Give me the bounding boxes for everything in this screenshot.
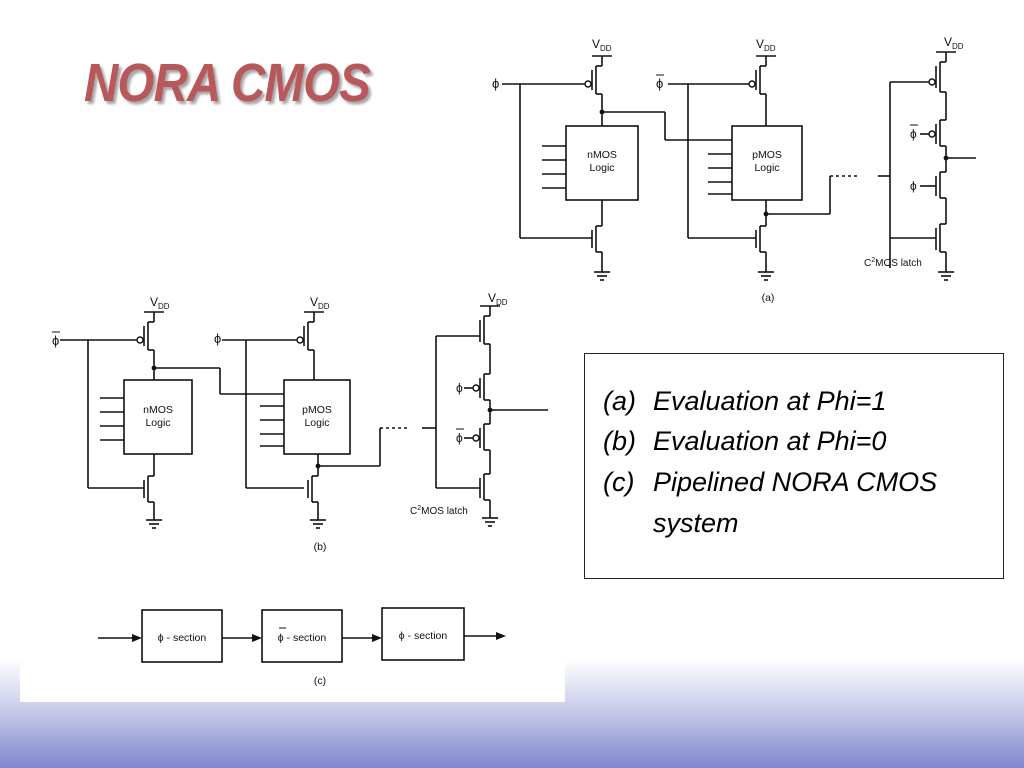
figure-panel-bc: VDD VDD VDD ϕ ϕ nMOS Logic pMOS Logic ϕ … — [20, 291, 565, 702]
pmos-logic-label-a1: pMOS — [752, 149, 782, 161]
slide-title: NORA CMOS — [84, 53, 371, 113]
latch-phi-b: ϕ — [456, 381, 463, 395]
caption-legend-box: (a) Evaluation at Phi=1 (b) Evaluation at … — [584, 353, 1004, 579]
latch-phibar-b: ϕ — [456, 431, 463, 445]
caption-b: (b) — [314, 541, 327, 553]
caption-item-c-continuation: system — [653, 508, 739, 538]
phibar-section-2: ϕ - section — [278, 632, 327, 644]
phi-section-1: ϕ - section — [158, 632, 207, 644]
caption-item-a: (a) Evaluation at Phi=1 — [603, 386, 886, 417]
vdd-label-a2: VDD — [756, 37, 776, 53]
phi-section-3: ϕ - section — [399, 630, 448, 642]
caption-item-c: (c) Pipelined NORA CMOS — [603, 467, 937, 498]
caption-c: (c) — [314, 675, 326, 687]
caption-item-label: (c) — [603, 467, 635, 497]
caption-a: (a) — [762, 292, 775, 304]
latch-phi-a: ϕ — [910, 179, 917, 193]
vdd-label-b1: VDD — [150, 295, 170, 311]
figure-c-pipeline: ϕ - section ϕ - section ϕ - section (c) — [98, 607, 506, 687]
nmos-logic-label-b2: Logic — [145, 417, 170, 429]
caption-item-b: (b) Evaluation at Phi=0 — [603, 426, 886, 457]
caption-item-text: Pipelined NORA CMOS — [653, 467, 938, 497]
nmos-logic-label-b1: nMOS — [143, 404, 173, 416]
caption-item-text: Evaluation at Phi=1 — [653, 386, 887, 416]
nmos-logic-label-a2: Logic — [589, 162, 614, 174]
nmos-logic-label-a1: nMOS — [587, 149, 617, 161]
phibar-input-b: ϕ — [52, 333, 59, 348]
pmos-logic-label-b2: Logic — [304, 417, 329, 429]
phibar-input-a: ϕ — [656, 76, 663, 91]
figure-b-schematic: VDD VDD VDD ϕ ϕ nMOS Logic pMOS Logic ϕ … — [52, 291, 548, 553]
pmos-logic-label-a2: Logic — [754, 162, 779, 174]
vdd-label-b2: VDD — [310, 295, 330, 311]
latch-label-a: C2MOS latch — [864, 257, 922, 269]
vdd-label-b3: VDD — [488, 291, 508, 307]
caption-item-label: (b) — [603, 426, 636, 456]
caption-item-label: (a) — [603, 386, 636, 416]
vdd-label-a3: VDD — [944, 35, 964, 51]
phi-input-a: ϕ — [492, 76, 499, 91]
vdd-label-a1: VDD — [592, 37, 612, 53]
latch-label-b: C2MOS latch — [410, 505, 468, 517]
pmos-logic-label-b1: pMOS — [302, 404, 332, 416]
figure-a-schematic: VDD VDD VDD ϕ ϕ nMOS Logic pMOS Logic ϕ … — [492, 35, 976, 304]
caption-item-text: Evaluation at Phi=0 — [653, 426, 887, 456]
phi-input-b: ϕ — [214, 331, 221, 346]
latch-phibar-a: ϕ — [910, 127, 917, 141]
